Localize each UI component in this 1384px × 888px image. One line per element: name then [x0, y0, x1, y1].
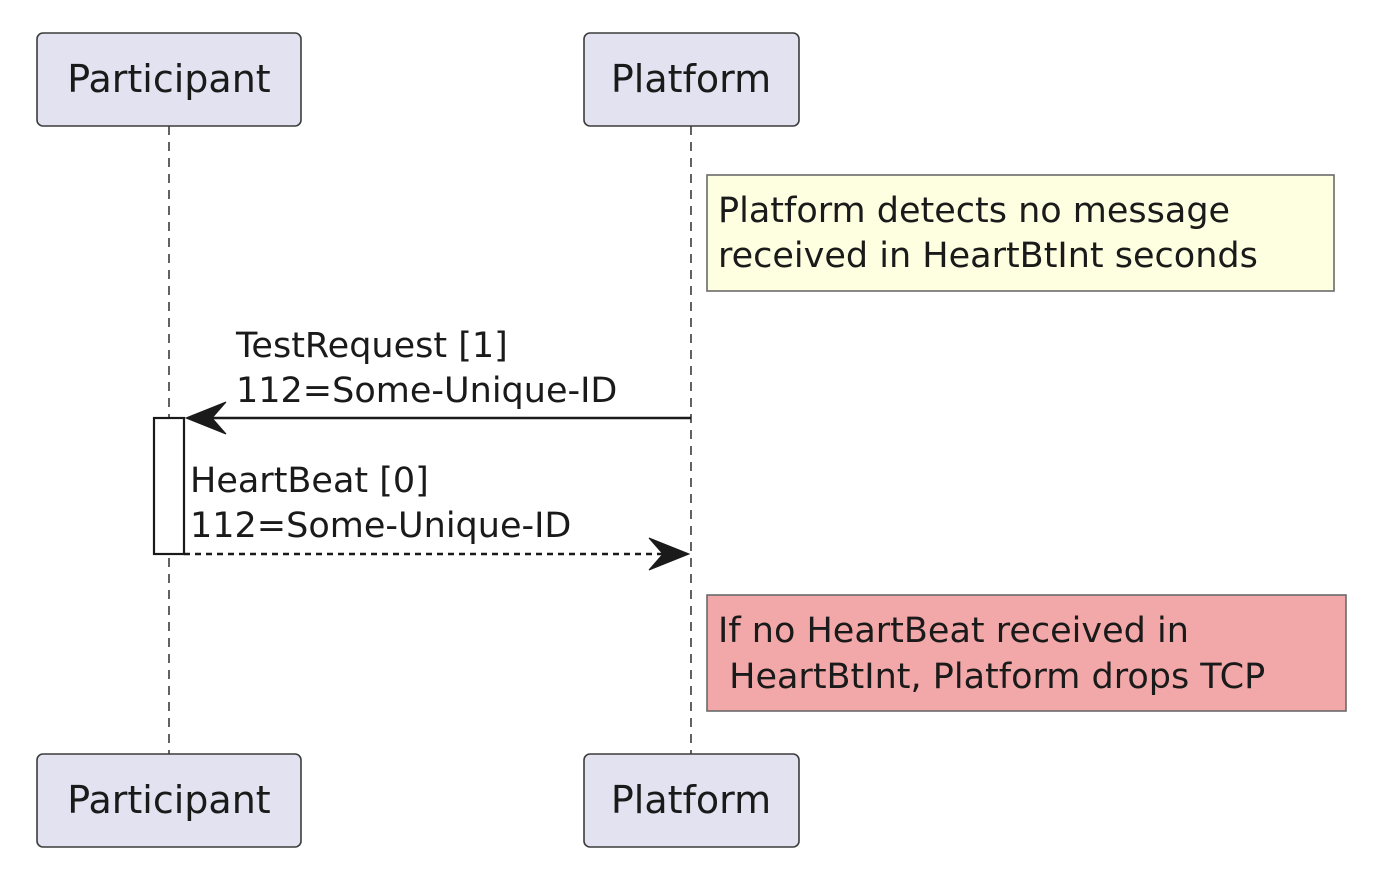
note-drop: If no HeartBeat received in HeartBtInt, … [706, 594, 1347, 712]
participant-activation-bar [152, 416, 186, 556]
platform-box-top [583, 32, 800, 127]
heartbeat-label-line-2: 112=Some-Unique-ID [190, 506, 571, 546]
note-drop-line-1: If no HeartBeat received in [718, 611, 1189, 651]
note-drop-box [706, 594, 1347, 712]
participant-head-bottom: Participant [36, 753, 302, 848]
note-drop-line-2: HeartBtInt, Platform drops TCP [718, 657, 1265, 697]
platform-head-top: Platform [583, 32, 800, 127]
platform-head-bottom: Platform [583, 753, 800, 848]
platform-label-bottom: Platform [611, 778, 771, 822]
test-request-arrowhead-icon [184, 401, 227, 435]
test-request-label-line-2: 112=Some-Unique-ID [236, 371, 617, 411]
participant-label-bottom: Participant [67, 778, 270, 822]
participant-label-top: Participant [67, 57, 270, 101]
platform-label-top: Platform [611, 57, 771, 101]
message-heartbeat: HeartBeat [0] 112=Some-Unique-ID [184, 461, 691, 571]
participant-head-top: Participant [36, 32, 302, 127]
heartbeat-arrowhead-icon [648, 537, 691, 571]
heartbeat-label-line-1: HeartBeat [0] [190, 461, 429, 501]
platform-box-bottom [583, 753, 800, 848]
note-detect-line-1: Platform detects no message [718, 191, 1230, 231]
note-detect-box [706, 174, 1335, 292]
note-detect-line-2: received in HeartBtInt seconds [718, 236, 1258, 276]
participant-box-top [36, 32, 302, 127]
message-test-request: TestRequest [1] 112=Some-Unique-ID [184, 326, 691, 435]
test-request-label-line-1: TestRequest [1] [235, 326, 508, 366]
note-detect: Platform detects no message received in … [706, 174, 1335, 292]
participant-box-bottom [36, 753, 302, 848]
